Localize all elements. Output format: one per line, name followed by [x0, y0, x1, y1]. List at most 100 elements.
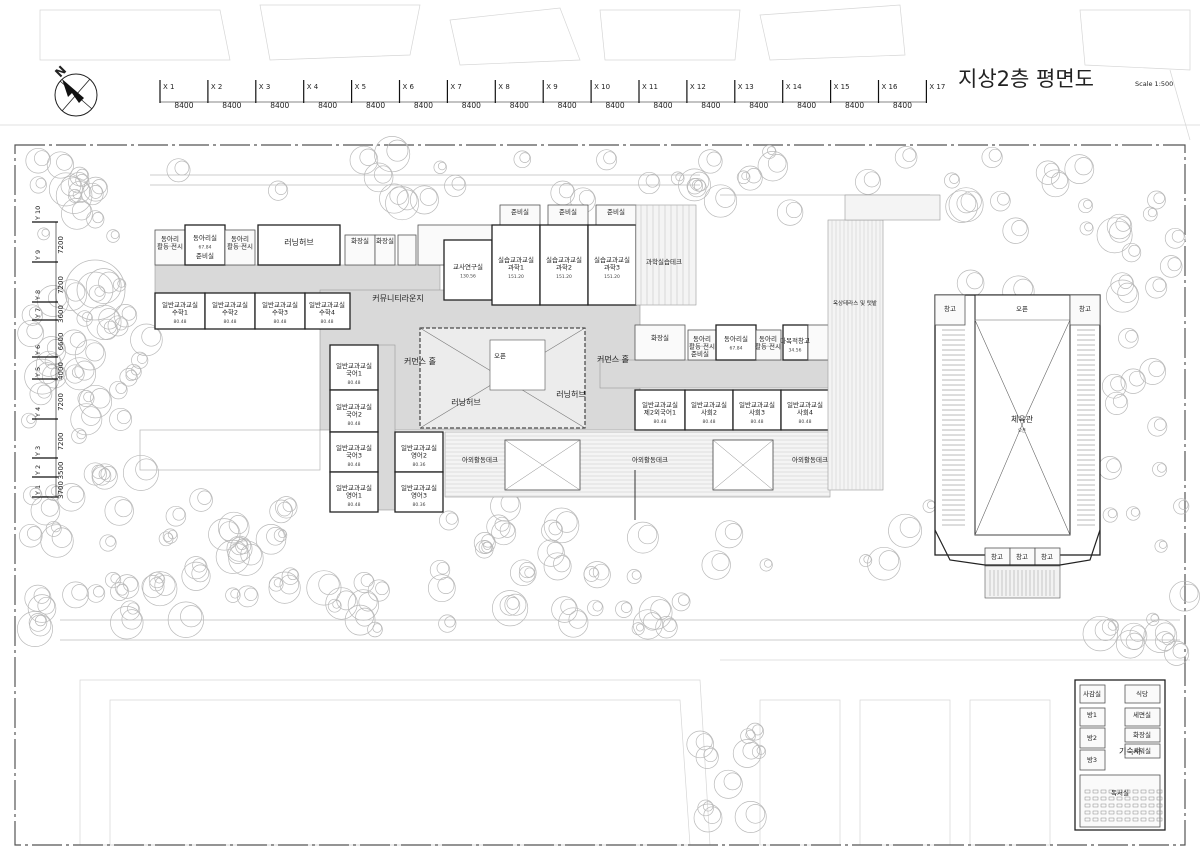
tree-canopy	[26, 322, 43, 340]
tree	[475, 539, 494, 559]
room-label: 커먼스 홀	[404, 356, 436, 366]
tree-canopy	[1150, 614, 1159, 623]
x-grid-dimension: 8400	[797, 101, 816, 110]
x-grid-dimension: 8400	[270, 101, 289, 110]
y-grid-label: Y 6	[34, 345, 42, 356]
y-grid-dimension: 7200	[57, 393, 65, 411]
tree	[751, 744, 767, 759]
room-label: 옥상테라스 및 텃밭	[833, 299, 877, 307]
room-label: 영어1	[346, 491, 362, 500]
x-grid-label: X 13	[738, 83, 754, 91]
room-label: 동아리실	[193, 233, 217, 242]
tree	[165, 505, 187, 527]
room-area: 오픈	[1018, 428, 1026, 434]
tree-canopy	[228, 515, 248, 535]
room-label: 일반교과교실	[336, 443, 372, 452]
tree-canopy	[1107, 620, 1119, 631]
tree	[110, 606, 144, 640]
x-grid-label: X 10	[594, 83, 610, 91]
tree	[99, 534, 117, 552]
tree	[125, 363, 142, 381]
x-grid-dimension: 8400	[606, 101, 625, 110]
classroom-social2	[684, 389, 734, 431]
tree	[632, 609, 663, 640]
room-label: 일반교과교실	[336, 402, 372, 411]
tree	[62, 581, 89, 609]
tree	[701, 550, 731, 580]
tree-canopy	[764, 559, 773, 568]
tree	[638, 171, 661, 195]
tree-canopy	[899, 517, 921, 538]
room-label: 일반교과교실	[336, 361, 372, 370]
tree-canopy	[715, 187, 736, 208]
tree	[737, 165, 763, 191]
tree-canopy	[767, 154, 787, 173]
room-area: 80.48	[224, 319, 237, 325]
room-label: 수학1	[172, 308, 188, 317]
tree	[543, 552, 572, 581]
tree	[1121, 242, 1142, 263]
room-label: 샤워실	[1133, 746, 1151, 755]
room-label: 독서실	[1111, 788, 1129, 797]
y-grid-dimension: 3700	[57, 481, 65, 499]
x-grid-label: X 8	[498, 83, 509, 91]
tree-canopy	[949, 174, 960, 184]
tree-canopy	[451, 176, 466, 191]
tree	[225, 587, 241, 603]
x-grid-label: X 11	[642, 83, 658, 91]
tree-canopy	[556, 511, 578, 533]
tree-canopy	[40, 498, 59, 517]
tree	[695, 745, 719, 769]
science-lab-3	[587, 224, 637, 306]
tree-canopy	[1083, 199, 1093, 209]
tree-canopy	[703, 806, 721, 824]
tree	[63, 357, 97, 391]
tree	[1101, 618, 1120, 636]
room-label: 동아리	[161, 234, 179, 243]
tree	[1082, 615, 1118, 652]
teacher-office	[443, 239, 493, 301]
x-grid-label: X 16	[882, 83, 898, 91]
x-grid-dimension: 8400	[414, 101, 433, 110]
tree-canopy	[603, 151, 617, 165]
tree-canopy	[702, 801, 714, 812]
tree-canopy	[375, 581, 389, 596]
tree	[492, 590, 529, 627]
tree-canopy	[1179, 583, 1199, 603]
x-grid-dimension: 8400	[558, 101, 577, 110]
tree	[478, 540, 493, 554]
room-label: 준비실	[607, 207, 625, 216]
room-label: 과학2	[556, 263, 572, 272]
tree-canopy	[578, 189, 595, 206]
tree	[631, 622, 645, 636]
tree	[583, 566, 600, 582]
room-label: 일반교과교실	[739, 400, 775, 409]
tree	[181, 561, 211, 591]
room-label: 러닝허브	[284, 237, 313, 247]
tree-canopy	[1125, 632, 1144, 651]
tree	[37, 227, 51, 241]
tree-canopy	[483, 541, 492, 550]
tree-canopy	[436, 561, 450, 575]
tree	[91, 463, 118, 490]
tree	[374, 136, 411, 173]
room-area: 80.48	[348, 462, 361, 468]
room-label: 실습교과교실	[594, 255, 630, 264]
tree	[686, 730, 714, 759]
tree-canopy	[266, 527, 285, 546]
tree-canopy	[172, 507, 186, 521]
room-label: 실습교과교실	[498, 255, 534, 264]
tree-canopy	[100, 466, 117, 482]
tree-canopy	[678, 594, 690, 606]
tree-canopy	[34, 614, 47, 627]
tree-canopy	[92, 212, 104, 224]
tree	[105, 572, 122, 589]
science-deck	[635, 204, 697, 306]
tree	[429, 559, 451, 581]
tree-canopy	[332, 600, 341, 609]
room-label: 식당	[1136, 689, 1148, 698]
club-exhibit-room-2	[224, 229, 256, 266]
tree-canopy	[71, 201, 92, 221]
tree	[109, 380, 128, 400]
tree	[110, 582, 129, 601]
